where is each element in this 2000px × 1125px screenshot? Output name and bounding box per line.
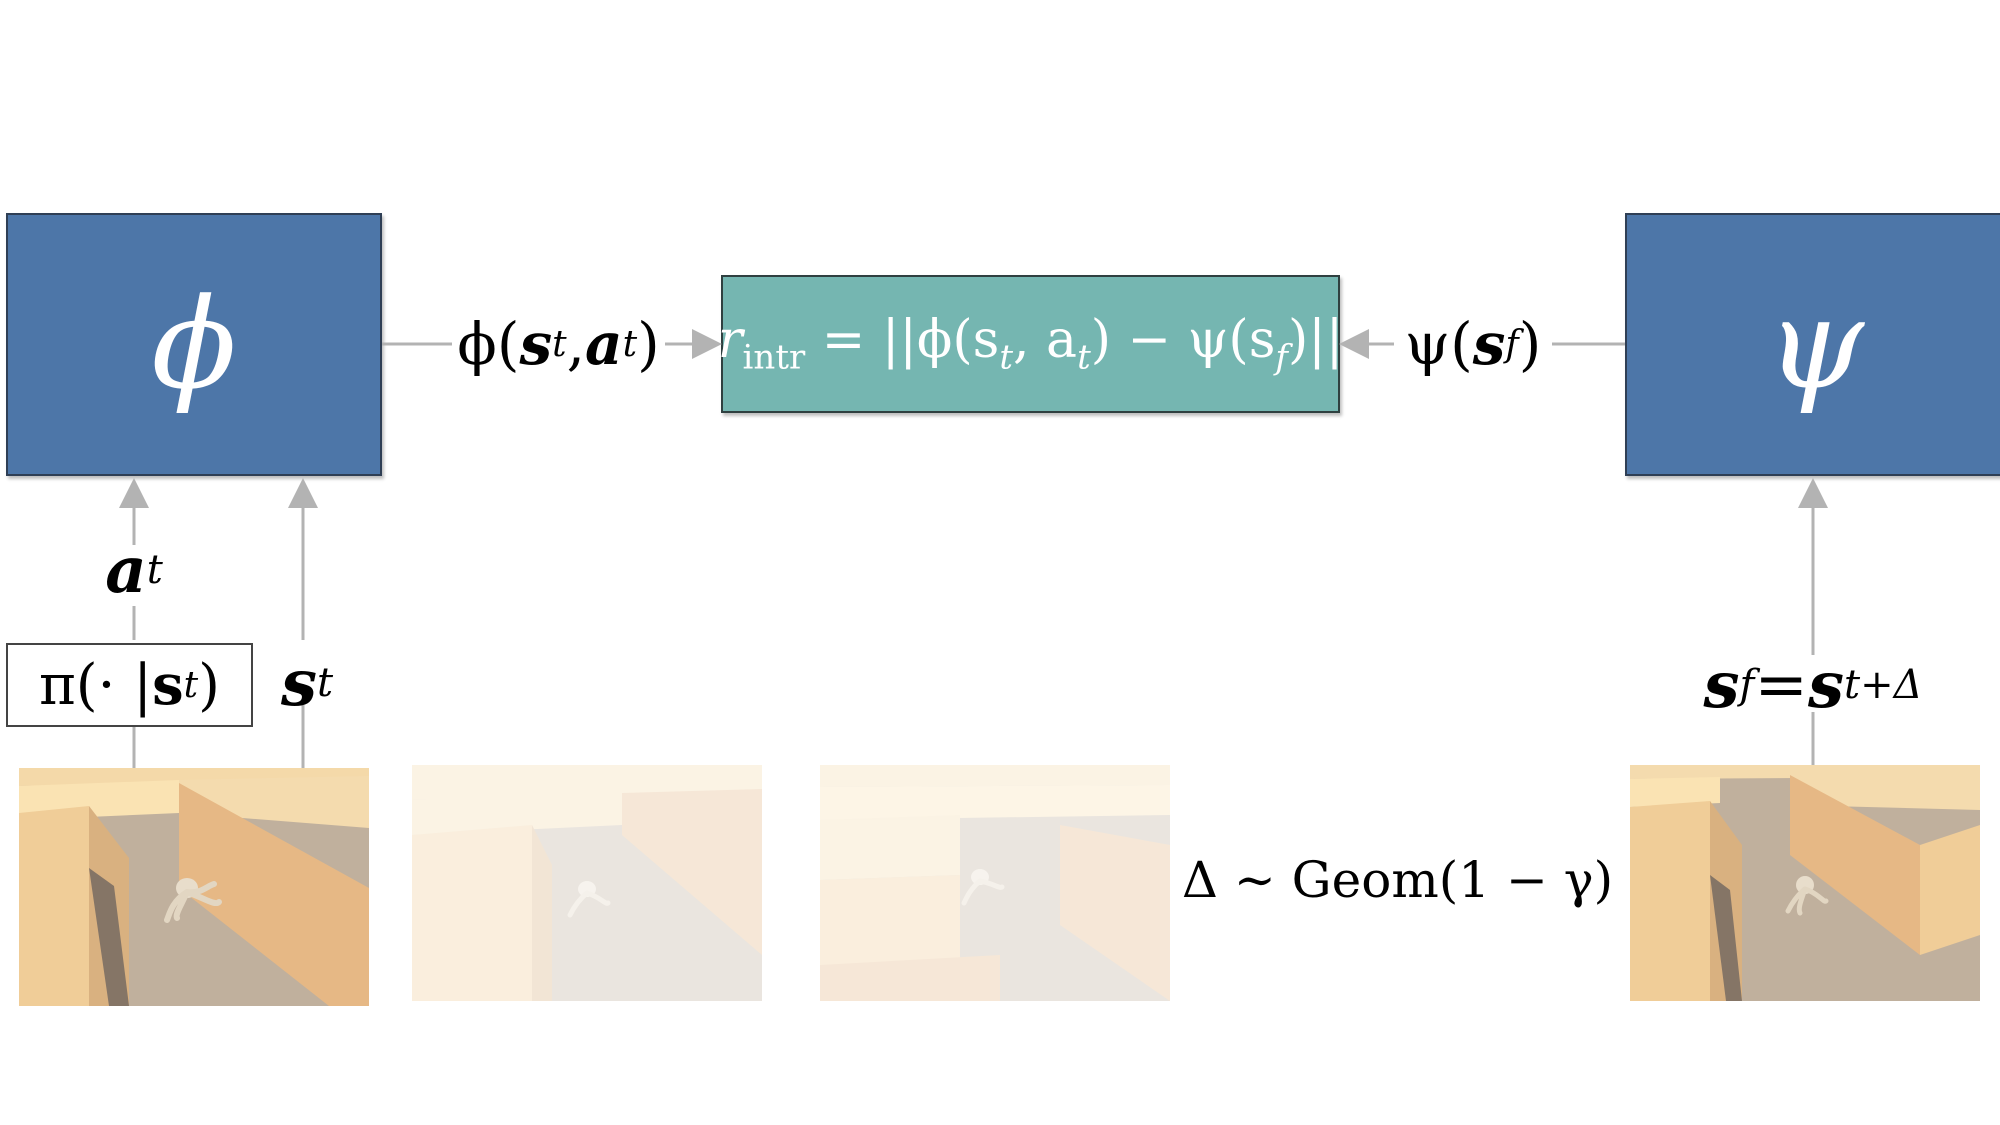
trajectory-frame-current	[19, 768, 369, 1006]
phi-symbol: ϕ	[151, 272, 237, 417]
reward-formula: rintr = ||ϕ(st, at) − ψ(sf)||	[717, 310, 1344, 378]
phi-encoder-box: ϕ	[6, 213, 382, 476]
trajectory-frame-faded-1	[412, 765, 762, 1001]
intrinsic-reward-box: rintr = ||ϕ(st, at) − ψ(sf)||	[718, 275, 1343, 413]
trajectory-frame-faded-2	[820, 765, 1170, 1001]
trajectory-frame-future	[1630, 765, 1980, 1001]
psi-symbol: ψ	[1765, 272, 1865, 417]
delta-distribution-label: Δ ∼ Geom(1 − γ)	[1181, 851, 1614, 909]
psi-encoder-box: ψ	[1625, 213, 2000, 476]
